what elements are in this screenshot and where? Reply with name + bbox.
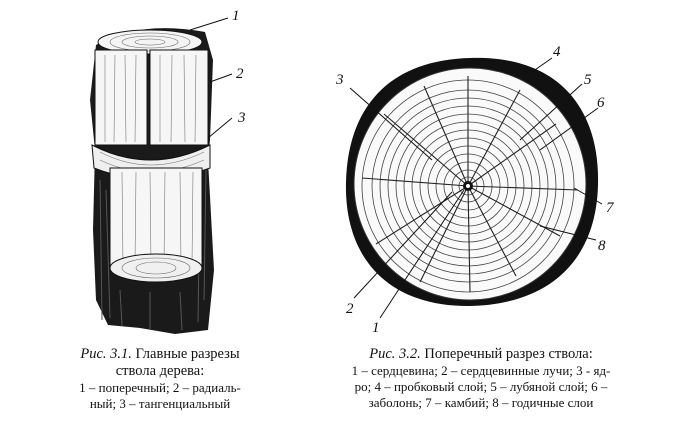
- fig1-label-3: 3: [237, 110, 246, 126]
- trunk-drawing: 1 2 3: [90, 8, 246, 335]
- figure2-legend-line-2: ро; 4 – пробковый слой; 5 – лубяной слой…: [354, 379, 608, 394]
- fig2-label-2: 2: [346, 301, 354, 317]
- figure1-caption-title: Рис. 3.1. Главные разрезы: [80, 346, 240, 362]
- figure2-legend-line-3: заболонь; 7 – камбий; 8 – годичные слои: [368, 395, 594, 410]
- fig2-label-1: 1: [372, 320, 380, 336]
- fig1-label-2: 2: [236, 66, 244, 82]
- figure2-legend-line-1: 1 – сердцевина; 2 – сердцевинные лучи; 3…: [351, 363, 611, 378]
- figure2-caption-title: Рис. 3.2. Поперечный разрез ствола:: [369, 346, 593, 362]
- cross-section-drawing: 3 4 5 6 7 8 2 1: [335, 44, 615, 336]
- figure1-legend-line-2: ный; 3 – тангенциальный: [89, 396, 231, 411]
- fig2-label-3: 3: [335, 72, 344, 88]
- illustration: 1 2 3: [90, 8, 615, 336]
- medullary-rays: [361, 76, 579, 293]
- fig1-label-1: 1: [232, 8, 240, 24]
- radial-cut-left: [94, 49, 148, 146]
- fig2-label-8: 8: [598, 238, 606, 254]
- lower-block: [109, 167, 203, 269]
- figure2-caption: Рис. 3.2. Поперечный разрез ствола: 1 – …: [316, 346, 646, 411]
- figure1-legend-line-1: 1 – поперечный; 2 – радиаль-: [79, 380, 241, 395]
- fig2-label-5: 5: [584, 72, 592, 88]
- lower-ellipse: [109, 253, 203, 283]
- radial-cut-right: [149, 49, 209, 146]
- fig2-label-6: 6: [597, 95, 605, 111]
- figure1-caption: Рис. 3.1. Главные разрезы ствола дерева:…: [40, 346, 280, 412]
- fig2-label-7: 7: [606, 200, 615, 216]
- figure1-caption-title-2: ствола дерева:: [115, 363, 205, 379]
- fig2-label-4: 4: [553, 44, 561, 60]
